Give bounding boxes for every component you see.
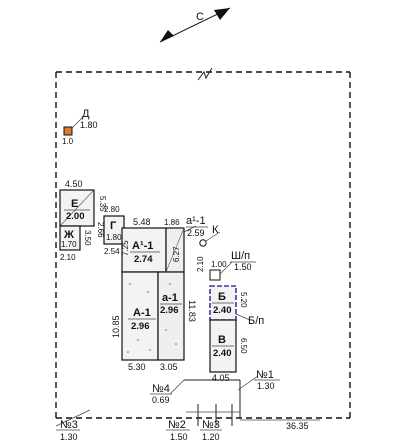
- building-d-side: 1.0: [62, 137, 74, 146]
- marker-4: №4 0.69: [150, 379, 185, 405]
- fence-sh-dim: 2.10: [196, 256, 205, 272]
- building-b-dim-side: 5.20: [239, 292, 248, 308]
- building-v: В 2.40 4.05 6.50: [209, 319, 248, 383]
- fence-sh-value: 1.50: [234, 262, 252, 272]
- marker-3-left-label: №3: [60, 419, 78, 431]
- building-a1-1: 5.48 А¹-1 2.74 7.25: [121, 217, 167, 273]
- building-e: 4.50 Е 2.00 5.35: [59, 179, 107, 227]
- building-zh-dim-bottom: 2.10: [60, 253, 76, 262]
- building-a1-small: 1.86 6.27 а¹-1 2.59: [164, 215, 208, 273]
- building-v-label: В: [218, 334, 226, 346]
- building-d-label: Д: [82, 108, 90, 120]
- building-g-dim-side: 2.66: [96, 222, 105, 238]
- building-g-area: 1.80: [106, 233, 122, 242]
- building-zh-area: 1.70: [61, 240, 77, 249]
- building-a1-small-dim-top: 1.86: [164, 218, 180, 227]
- building-zh: Ж 1.70 2.10 3.50: [59, 225, 92, 262]
- building-a-lower-dim-bottom: 3.05: [160, 362, 178, 372]
- building-a-1-dim-bottom: 5.30: [128, 362, 146, 372]
- north-label: С: [196, 11, 204, 23]
- marker-3-right-value: 1.20: [202, 432, 220, 442]
- marker-3-left-value: 1.30: [60, 432, 78, 442]
- building-a1-small-area: 2.59: [187, 228, 205, 238]
- building-a-lower-dots: [165, 283, 177, 345]
- marker-4-label: №4: [152, 383, 170, 395]
- building-v-area: 2.40: [213, 348, 232, 359]
- marker-3-left: №3 1.30: [55, 409, 91, 442]
- building-e-dim-top: 4.50: [65, 179, 83, 189]
- building-a-1-dim-side: 10.85: [111, 315, 121, 338]
- marker-1: №1 1.30: [237, 369, 280, 391]
- building-a-1: А-1 2.96 5.30 10.85: [111, 271, 159, 372]
- building-v-dim-bottom: 4.05: [212, 373, 230, 383]
- building-d-dim: 1.80: [80, 120, 98, 130]
- building-a-1-label: А-1: [133, 307, 151, 319]
- marker-2-value: 1.50: [170, 432, 188, 442]
- well-label: К: [212, 224, 219, 236]
- fence-b-label: Б/п: [248, 315, 264, 327]
- marker-4-value: 0.69: [152, 395, 170, 405]
- building-e-label: Е: [71, 198, 78, 210]
- north-arrow: С: [159, 7, 231, 43]
- building-zh-dim-side: 3.50: [83, 230, 92, 246]
- fence-sh: 1.00 2.10 Ш/п 1.50: [196, 250, 256, 281]
- building-g-dim-bottom: 2.54: [104, 247, 120, 256]
- building-d: Д 1.80 1.0: [62, 108, 98, 146]
- building-g: 2.80 Г 1.80 2.54 2.66: [96, 205, 125, 256]
- building-g-label: Г: [110, 220, 117, 232]
- building-g-dim-top: 2.80: [104, 205, 120, 214]
- well: К: [199, 224, 221, 247]
- building-a-lower-label: а-1: [162, 292, 178, 304]
- plot-boundary: [55, 67, 351, 419]
- marker-2-label: №2: [168, 419, 186, 431]
- building-b-label: Б: [218, 291, 226, 303]
- marker-1-label: №1: [256, 369, 274, 381]
- building-a-lower: а-1 2.96 3.05 11.83: [157, 271, 197, 372]
- building-a1-small-label: а¹-1: [186, 215, 206, 227]
- marker-1-value: 1.30: [257, 381, 275, 391]
- building-zh-label: Ж: [63, 229, 74, 241]
- marker-3-right: №3 1.20: [200, 419, 222, 442]
- fence-sh-label: Ш/п: [231, 250, 250, 262]
- building-a1-1-label: А¹-1: [132, 240, 153, 252]
- boundary-bottom-length: 36.35: [286, 421, 309, 431]
- building-a-lower-dim-side: 11.83: [187, 300, 197, 322]
- building-e-area: 2.00: [66, 211, 85, 222]
- building-a-1-area: 2.96: [131, 321, 150, 332]
- building-v-dim-side: 6.50: [239, 338, 248, 354]
- building-a1-small-dim-side: 6.27: [172, 246, 181, 262]
- bottom-fence: 36.35: [184, 379, 320, 431]
- building-a1-1-dim-side: 7.25: [121, 240, 130, 256]
- fence-sh-top: 1.00: [211, 260, 227, 269]
- marker-2: №2 1.50: [166, 419, 190, 442]
- marker-3-right-label: №3: [202, 419, 220, 431]
- building-e-dim-side: 5.35: [98, 196, 107, 212]
- building-a-1-dots: [127, 283, 151, 353]
- building-a1-1-area: 2.74: [134, 254, 153, 265]
- building-a1-1-dim-top: 5.48: [133, 217, 151, 227]
- building-a-lower-area: 2.96: [160, 305, 179, 316]
- building-b-area: 2.40: [213, 305, 232, 316]
